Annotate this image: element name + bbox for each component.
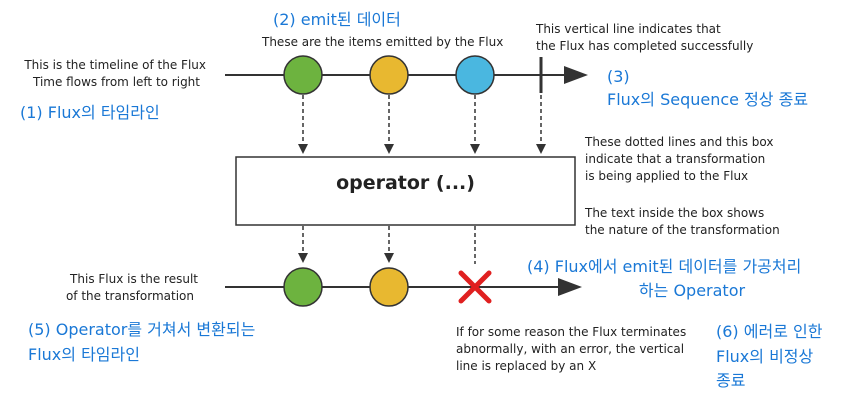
error-desc-2: abnormally, with an error, the vertical: [456, 342, 685, 356]
error-x-icon: [458, 270, 492, 304]
box-desc-2: the nature of the transformation: [585, 223, 780, 237]
timeline-title: (1) Flux의 타임라인: [20, 103, 160, 122]
source-timeline-arrowhead: [564, 66, 588, 84]
transform-desc-3: is being applied to the Flux: [585, 169, 749, 183]
error-desc-3: line is replaced by an X: [456, 359, 597, 373]
result-title-1: (5) Operator를 거쳐서 변환되는: [28, 320, 256, 339]
result-desc-1: This Flux is the result: [70, 272, 198, 286]
error-title-2: Flux의 비정상: [716, 347, 814, 366]
complete-desc-1: This vertical line indicates that: [536, 22, 721, 36]
operator-title-1: (4) Flux에서 emit된 데이터를 가공처리: [527, 257, 802, 276]
transform-desc-1: These dotted lines and this box: [585, 135, 774, 149]
complete-title-1: (3): [607, 67, 630, 86]
timeline-desc-1: This is the timeline of the Flux: [24, 58, 206, 72]
error-desc-1: If for some reason the Flux terminates: [456, 325, 687, 339]
transform-desc-2: indicate that a transformation: [585, 152, 766, 166]
timeline-desc-2: Time flows from left to right: [32, 75, 200, 89]
marble-blue-source: [455, 55, 495, 95]
marble-yellow-source: [369, 55, 409, 95]
operator-box: [235, 156, 576, 226]
result-timeline-arrowhead: [558, 278, 582, 296]
operator-box-label: operator (...): [336, 172, 475, 194]
emitted-title: (2) emit된 데이터: [273, 10, 401, 29]
complete-title-2: Flux의 Sequence 정상 종료: [607, 90, 809, 109]
complete-desc-2: the Flux has completed successfully: [536, 39, 754, 53]
marble-green-result: [283, 267, 323, 307]
result-desc-2: of the transformation: [65, 289, 194, 303]
operator-title-2: 하는 Operator: [638, 281, 746, 300]
emitted-desc: These are the items emitted by the Flux: [262, 35, 504, 49]
box-desc-1: The text inside the box shows: [585, 206, 765, 220]
marble-yellow-result: [369, 267, 409, 307]
marble-green-source: [283, 55, 323, 95]
result-title-2: Flux의 타임라인: [28, 345, 140, 364]
error-title-1: (6) 에러로 인한: [716, 322, 823, 341]
error-title-3: 종료: [716, 371, 746, 390]
